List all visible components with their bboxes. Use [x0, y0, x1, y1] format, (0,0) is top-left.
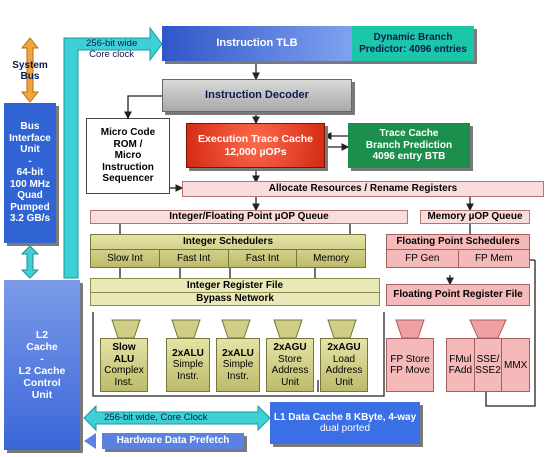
hardware-data-prefetch: Hardware Data Prefetch — [102, 433, 244, 449]
bus-l2-arrow — [20, 245, 40, 279]
fp-sse: SSE/ SSE2 — [475, 339, 503, 391]
memory-uop-queue: Memory µOP Queue — [420, 210, 530, 224]
int-scheduler-slow-int: Slow Int — [91, 250, 160, 267]
exec-unit-store-agu: 2xAGU Store Address Unit — [266, 338, 314, 392]
integer-schedulers-title: Integer Schedulers — [182, 236, 274, 247]
trace-cache-branch-prediction: Trace Cache Branch Prediction 4096 entry… — [348, 123, 470, 168]
fp-scheduler-mem: FP Mem — [474, 253, 513, 264]
system-bus-label: System Bus — [12, 60, 48, 82]
microcode-rom: Micro Code ROM / Micro Instruction Seque… — [86, 118, 170, 194]
bottom-link-label: 256-bit wide, Core Clock — [104, 412, 208, 423]
integer-schedulers: Integer Schedulers Slow Int Fast Int Fas… — [90, 234, 366, 268]
fp-scheduler-gen: FP Gen — [387, 250, 459, 267]
fp-compute-unit: FMul FAdd SSE/ SSE2 MMX — [446, 338, 530, 392]
instruction-tlb: Instruction TLB — [162, 26, 352, 61]
integer-register-file: Integer Register File Bypass Network — [90, 278, 380, 306]
allocate-rename-bar: Allocate Resources / Rename Registers — [182, 181, 544, 197]
execution-trace-cache: Execution Trace Cache 12,000 µOPs — [186, 123, 325, 168]
fp-store-move: FP Store FP Move — [386, 338, 434, 392]
system-bus-arrow — [20, 37, 40, 103]
fp-schedulers: Floating Point Schedulers FP Gen FP Mem — [386, 234, 530, 268]
exec-unit-alu-2: 2xALU Simple Instr. — [216, 338, 260, 392]
dynamic-branch-predictor: Dynamic Branch Predictor: 4096 entries — [352, 26, 474, 61]
l2-to-tlb-arrow — [63, 26, 163, 279]
fp-mmx: MMX — [504, 359, 528, 371]
int-scheduler-fast-int-2: Fast Int — [229, 250, 298, 267]
exec-unit-load-agu: 2xAGU Load Address Unit — [320, 338, 368, 392]
exec-unit-alu-1: 2xALU Simple Instr. — [166, 338, 210, 392]
fp-fmul-fadd: FMul FAdd — [447, 339, 475, 391]
fp-schedulers-title: Floating Point Schedulers — [396, 236, 520, 247]
instruction-decoder: Instruction Decoder — [162, 79, 352, 112]
int-fp-uop-queue: Integer/Floating Point µOP Queue — [90, 210, 408, 224]
int-scheduler-memory: Memory — [313, 253, 350, 264]
exec-unit-slow-alu: Slow ALU Complex Inst. — [100, 338, 148, 392]
bus-interface-unit: Bus Interface Unit - 64-bit 100 MHz Quad… — [4, 103, 56, 243]
top-link-label: 256-bit wide Core clock — [86, 38, 138, 60]
fp-scheduler-cells: FP Gen FP Mem — [387, 249, 529, 267]
int-scheduler-fast-int-1: Fast Int — [160, 250, 229, 267]
prefetch-arrow — [84, 433, 96, 449]
l2-cache-control-unit: L2 Cache - L2 Cache Control Unit — [4, 280, 80, 450]
l1-data-cache: L1 Data Cache 8 KByte, 4-way dual ported — [270, 402, 420, 444]
fp-register-file: Floating Point Register File — [386, 284, 530, 306]
integer-scheduler-cells: Slow Int Fast Int Fast Int Memory — [91, 249, 365, 267]
